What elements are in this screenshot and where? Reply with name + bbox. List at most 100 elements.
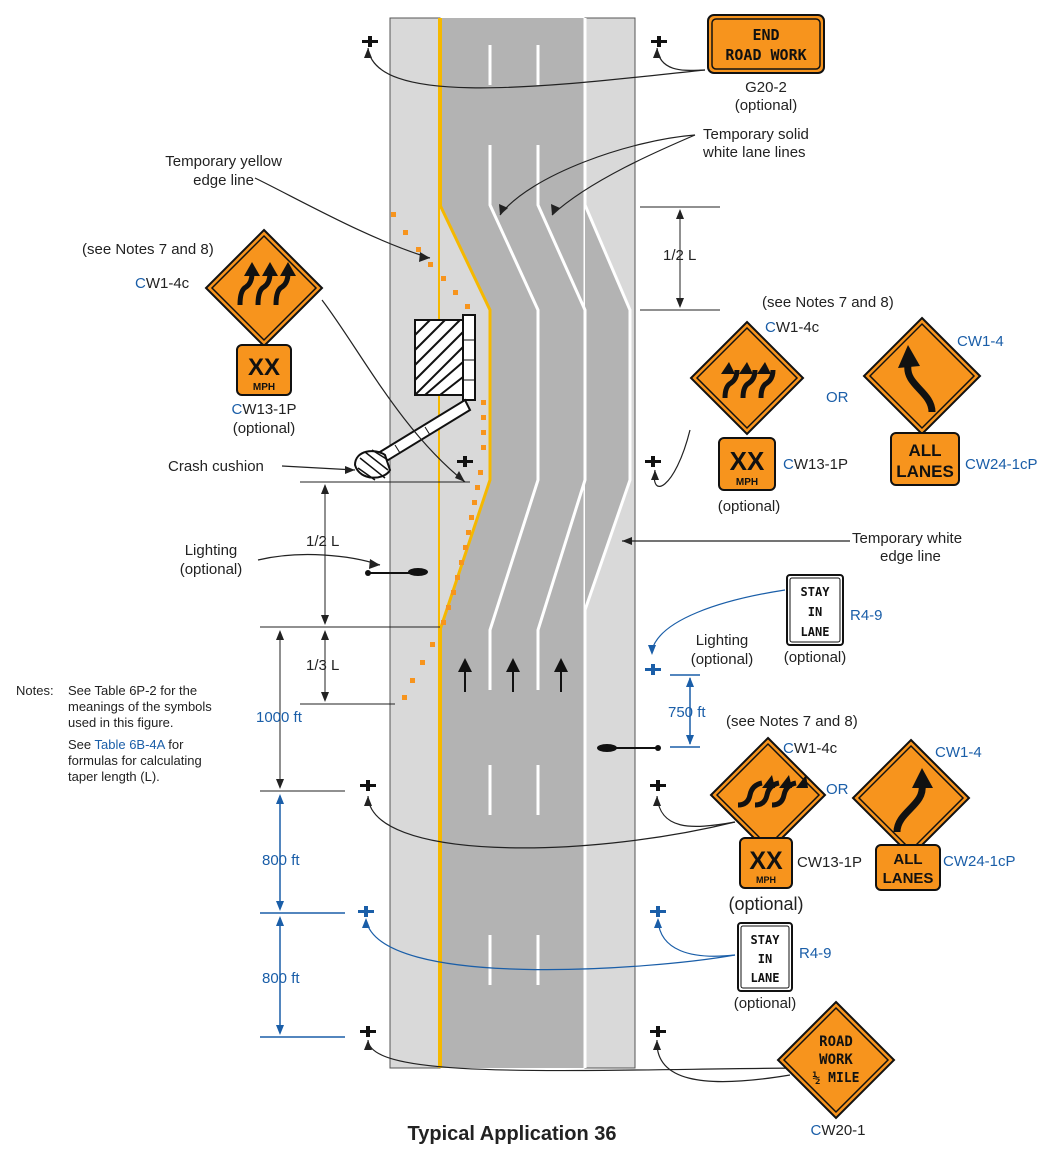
r4-9-label-lower: R4-9 xyxy=(799,945,832,962)
cw13-1p-label-right-upper: CW13-1P xyxy=(783,456,848,473)
r4-9-optional-upper: (optional) xyxy=(784,649,847,666)
mph-text-2: MPH xyxy=(736,477,758,488)
xx-text-2: XX xyxy=(730,446,765,476)
notes-line-1: See Table 6P-2 for the xyxy=(68,683,197,698)
blue-dimension-lines xyxy=(260,674,700,1038)
temp-white-label-2: edge line xyxy=(880,548,941,565)
lane-dashes-bottom xyxy=(488,765,540,985)
xx-text: XX xyxy=(248,354,280,381)
d800-label-1: 800 ft xyxy=(262,852,300,869)
cw13-1p-optional-left: (optional) xyxy=(233,420,296,437)
end-road-work-sign: END ROAD WORK xyxy=(707,14,825,74)
stay-text-2: STAY xyxy=(751,933,781,947)
sign-post-symbols xyxy=(360,36,667,1037)
or-text-lower: OR xyxy=(826,781,849,798)
cw24-1cp-label-lower: CW24-1cP xyxy=(943,853,1016,870)
notes-line-4: See Table 6B-4A for xyxy=(68,737,184,752)
d750-label: 750 ft xyxy=(668,704,706,721)
work-area xyxy=(414,314,476,401)
cw13-1p-optional-right-upper: (optional) xyxy=(718,498,781,515)
cw13-1p-sign-right-upper: XX MPH xyxy=(718,437,776,491)
cw20-1-label: CW20-1 xyxy=(810,1122,865,1139)
cw24-1cp-sign-lower: ALL LANES xyxy=(875,844,941,891)
cw1-4-label-lower: CW1-4 xyxy=(935,744,982,761)
stay-text: STAY xyxy=(801,585,831,599)
notes-line-3: used in this figure. xyxy=(68,715,174,730)
d800-label-2: 800 ft xyxy=(262,970,300,987)
lighting-optional-right: (optional) xyxy=(691,651,754,668)
or-text-upper: OR xyxy=(826,389,849,406)
temporary-yellow-edge-line xyxy=(438,204,492,631)
crash-cushion-symbol xyxy=(353,449,392,481)
lane-text: LANE xyxy=(801,625,830,639)
figure-title: Typical Application 36 xyxy=(408,1123,617,1145)
lanes-text: LANES xyxy=(896,462,954,481)
lane-text-2: LANE xyxy=(751,971,780,985)
road-work-text: ROAD WORK xyxy=(725,46,806,64)
blue-leader-lines xyxy=(365,589,786,971)
temporary-lane-lines xyxy=(488,195,632,690)
r4-9-optional-lower: (optional) xyxy=(734,995,797,1012)
end-text: END xyxy=(752,26,779,44)
cw24-1cp-label-upper: CW24-1cP xyxy=(965,456,1038,473)
xx-text-3: XX xyxy=(749,847,783,875)
lighting-fixture-left xyxy=(365,568,428,576)
leader-arrowheads xyxy=(345,48,661,1050)
half-mile-text: ½ MILE xyxy=(813,1071,860,1086)
cw13-1p-sign-left: XX MPH xyxy=(236,344,292,396)
cw1-4c-label-right-lower: CW1-4c xyxy=(783,740,838,757)
cw20-1-sign: ROAD WORK ½ MILE xyxy=(776,1000,896,1120)
g20-2-label: G20-2 xyxy=(745,79,787,96)
see-notes-left: (see Notes 7 and 8) xyxy=(82,241,214,258)
notes-line-6: taper length (L). xyxy=(68,769,160,784)
in-text-2: IN xyxy=(758,952,772,966)
dimension-lines xyxy=(260,206,720,792)
left-shoulder xyxy=(389,17,441,1069)
all-text: ALL xyxy=(908,441,941,460)
all-text-2: ALL xyxy=(893,851,922,868)
r4-9-sign-upper: STAY IN LANE xyxy=(786,574,844,646)
work-text: WORK xyxy=(819,1052,853,1068)
half-l-label-lower: 1/2 L xyxy=(306,533,339,550)
mph-text: MPH xyxy=(253,382,275,393)
cw1-4c-sign-left xyxy=(204,228,324,348)
notes-line-2: meanings of the symbols xyxy=(68,699,212,714)
g20-2-optional: (optional) xyxy=(735,97,798,114)
lighting-label-right: Lighting xyxy=(696,632,749,649)
channelizing-devices xyxy=(391,212,486,700)
r4-9-sign-lower: STAY IN LANE xyxy=(737,922,793,992)
cw13-1p-label-right-lower: CW13-1P xyxy=(797,854,862,871)
temp-white-label-1: Temporary white xyxy=(852,530,962,547)
crash-cushion-label: Crash cushion xyxy=(168,458,264,475)
direction-arrows xyxy=(458,658,568,692)
in-text: IN xyxy=(808,605,822,619)
leader-lines xyxy=(254,47,850,1083)
temp-yellow-label-1: Temporary yellow xyxy=(165,153,282,170)
cw1-4c-label-right-upper: CW1-4c xyxy=(765,319,820,336)
closed-lane-area xyxy=(440,205,490,630)
temp-yellow-label-2: edge line xyxy=(193,172,254,189)
road-text: ROAD xyxy=(819,1034,853,1050)
notes-block: Notes: See Table 6P-2 for the meanings o… xyxy=(16,683,212,784)
cw13-1p-optional-right-lower: (optional) xyxy=(728,894,803,914)
notes-line-5: formulas for calculating xyxy=(68,753,202,768)
cw13-1p-label-left: CW13-1P xyxy=(231,401,296,418)
cw24-1cp-sign-upper: ALL LANES xyxy=(890,432,960,486)
lighting-fixture-right xyxy=(597,744,661,752)
temp-solid-label-2: white lane lines xyxy=(702,144,806,161)
blue-arrowheads xyxy=(276,677,694,1035)
lighting-optional-left: (optional) xyxy=(180,561,243,578)
mph-text-3: MPH xyxy=(756,875,776,885)
cw1-4c-label-left: CW1-4c xyxy=(135,275,190,292)
blue-leader-arrowheads xyxy=(362,645,662,928)
blue-sign-post-symbols xyxy=(358,664,666,917)
lighting-label-left: Lighting xyxy=(185,542,238,559)
lanes-text-2: LANES xyxy=(883,870,934,887)
temp-solid-label-1: Temporary solid xyxy=(703,126,809,143)
half-l-label-upper: 1/2 L xyxy=(663,247,696,264)
cw1-4-label-upper: CW1-4 xyxy=(957,333,1004,350)
notes-heading: Notes: xyxy=(16,683,54,698)
dimension-arrowheads xyxy=(276,209,684,789)
